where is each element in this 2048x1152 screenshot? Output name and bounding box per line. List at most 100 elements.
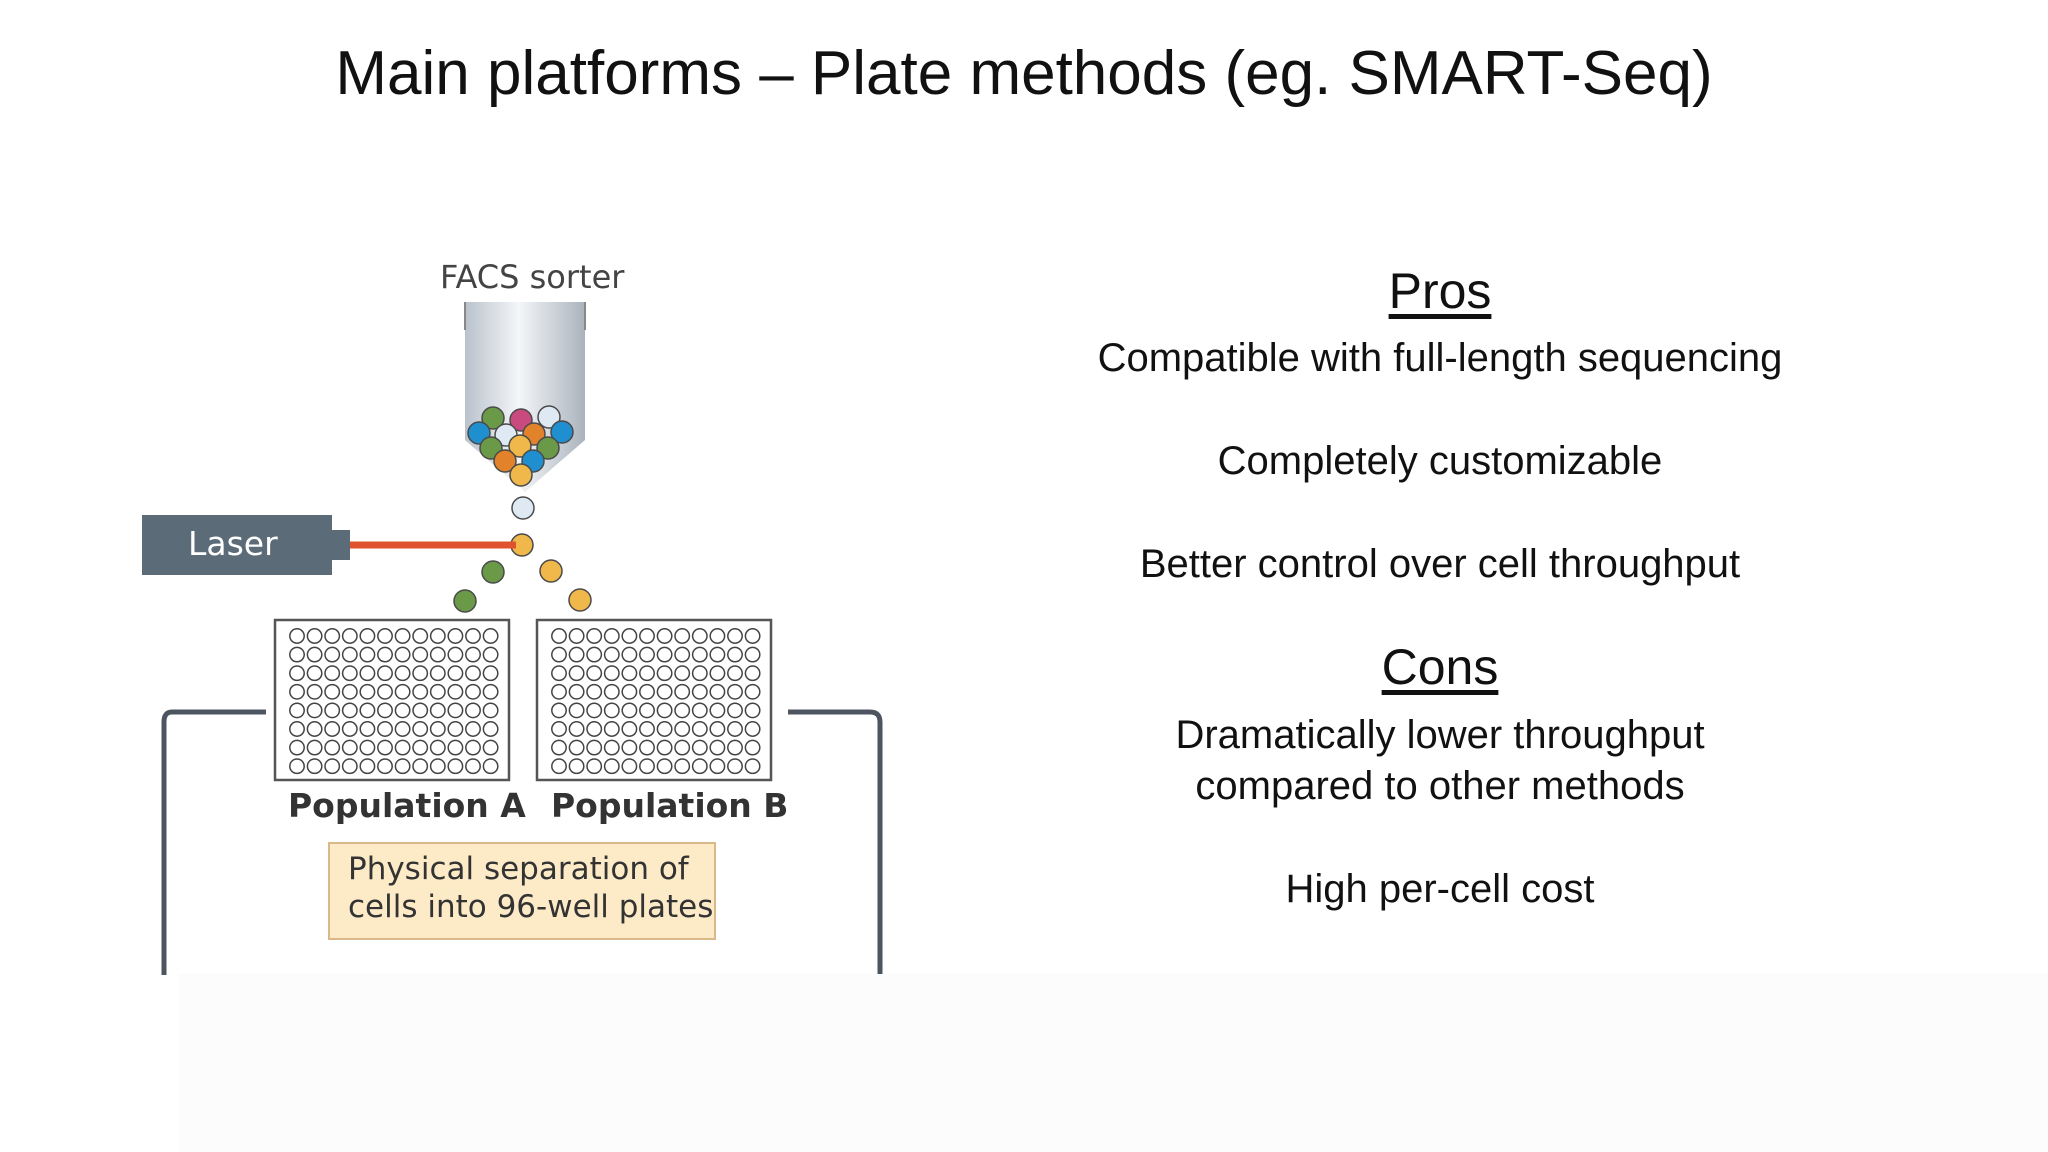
plate-well (306, 721, 323, 737)
plate-well (656, 628, 673, 644)
separation-line-1: Physical separation of (348, 851, 689, 887)
plate-well (482, 721, 499, 737)
plate-well (691, 721, 708, 737)
plate-well (674, 628, 691, 644)
plate-well (377, 739, 393, 756)
plate-well (394, 721, 411, 737)
plate-well (586, 665, 603, 682)
plate-well (394, 646, 411, 663)
plate-well (429, 683, 446, 700)
plate-well (656, 721, 673, 737)
laser-label: Laser (188, 524, 278, 563)
plate-well (324, 683, 341, 700)
plate-well (639, 739, 655, 756)
plate-well (727, 683, 743, 700)
plate-well (603, 739, 620, 756)
plate-well (359, 628, 376, 644)
plate-well (568, 702, 585, 719)
plate-well (621, 739, 638, 756)
plate-well (551, 721, 567, 737)
plate-well (341, 739, 358, 756)
plate-well (639, 646, 655, 663)
plate-well (691, 758, 708, 775)
facs-sorter-label: FACS sorter (440, 258, 625, 296)
plate-well (306, 628, 323, 644)
plate-well (691, 739, 708, 756)
plate-well (656, 683, 673, 700)
plate-well (639, 702, 655, 719)
plate-well (709, 702, 726, 719)
pros-heading: Pros (1388, 263, 1492, 319)
plate-well (691, 646, 708, 663)
plate-well (429, 739, 446, 756)
plate-well (359, 721, 376, 737)
plate-well (412, 683, 429, 700)
plate-well (656, 758, 673, 775)
plate-well (377, 702, 393, 719)
plate-well (656, 702, 673, 719)
plate-well (482, 739, 499, 756)
plate-well (727, 628, 743, 644)
plate-well (744, 683, 761, 700)
plate-well (412, 628, 429, 644)
facs-plate-diagram: FACS sorter Laser Population A Populatio… (120, 240, 920, 1000)
plate-well (639, 628, 655, 644)
plate-well (674, 702, 691, 719)
plate-well (394, 702, 411, 719)
plate-well (341, 702, 358, 719)
plate-well (586, 683, 603, 700)
plate-well (341, 665, 358, 682)
plate-well (727, 721, 743, 737)
plate-well (465, 739, 481, 756)
plate-well (324, 721, 341, 737)
plate-well (482, 758, 499, 775)
plate-well (691, 702, 708, 719)
plate-well (394, 739, 411, 756)
plate-well (359, 758, 376, 775)
pros-item: Compatible with full-length sequencing (1097, 336, 1783, 380)
plate-well (289, 646, 305, 663)
plate-well (568, 628, 585, 644)
plate-well (568, 683, 585, 700)
plate-well (674, 739, 691, 756)
plate-well (324, 739, 341, 756)
plate-well (603, 758, 620, 775)
plate-well (691, 683, 708, 700)
plate-well (727, 646, 743, 663)
plate-well (674, 646, 691, 663)
cell (453, 589, 477, 613)
population-b-label: Population B (551, 786, 789, 825)
cell (539, 559, 563, 583)
cons-item: High per-cell cost (1285, 867, 1595, 911)
plate-well (551, 628, 567, 644)
plate-well (709, 739, 726, 756)
plate-well (586, 758, 603, 775)
plate-well (394, 665, 411, 682)
plate-well (359, 683, 376, 700)
plate-well (447, 683, 464, 700)
plate-well (621, 683, 638, 700)
plate-well (691, 628, 708, 644)
separation-line-2: cells into 96-well plates (348, 889, 714, 925)
plate-well (394, 628, 411, 644)
separation-note-box: Physical separation of cells into 96-wel… (328, 842, 716, 940)
plate-well (324, 628, 341, 644)
plate-well (465, 646, 481, 663)
plate-well (639, 758, 655, 775)
left-bracket (161, 709, 266, 975)
plate-well (377, 665, 393, 682)
cell (481, 560, 505, 584)
cell (508, 434, 532, 458)
plate-well (674, 721, 691, 737)
plate-well (744, 758, 761, 775)
plate-well (377, 628, 393, 644)
plate-well (709, 646, 726, 663)
plate-well (377, 683, 393, 700)
plate-population-a (273, 618, 511, 782)
plate-well (324, 646, 341, 663)
plate-well (482, 665, 499, 682)
plate-well (551, 665, 567, 682)
plate-well (621, 758, 638, 775)
plate-well (551, 702, 567, 719)
cell (511, 496, 535, 520)
